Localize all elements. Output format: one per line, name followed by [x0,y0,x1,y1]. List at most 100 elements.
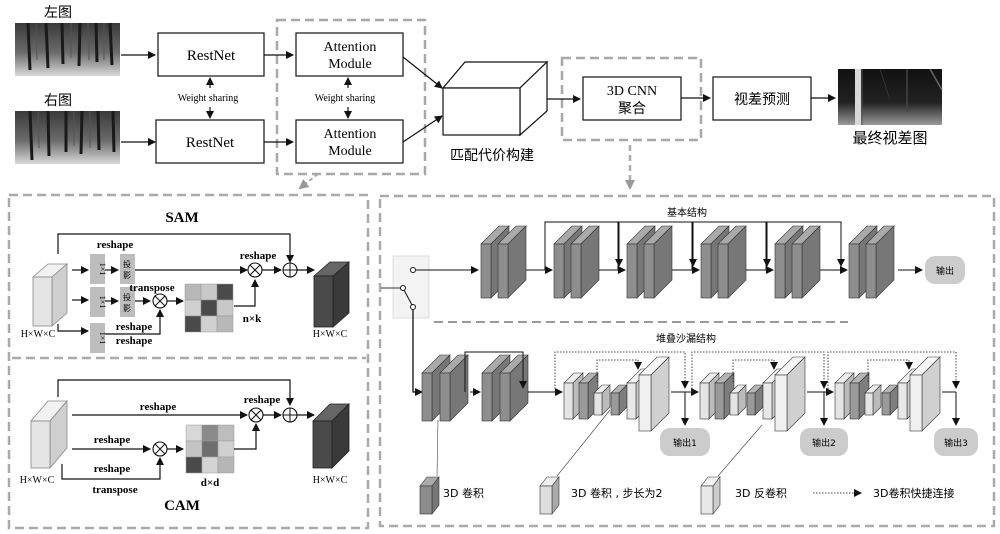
conv-1x1 [90,287,105,317]
matrix-cell [185,424,203,442]
deconv3d-block [909,356,941,432]
matrix-cell [184,283,202,301]
svg-text:Module: Module [328,57,372,72]
conv3d-block [714,372,735,420]
shortcut-connection [867,359,913,382]
conv3d-stride-block [729,384,747,416]
left-image-label: 左图 [44,5,72,21]
matrix-cell [217,424,235,442]
svg-text:聚合: 聚合 [618,101,646,117]
matrix-cell [184,299,202,317]
deconv3d-block [638,356,670,432]
attention-module-bottom: Attention Module [295,119,404,164]
right-image-label: 右图 [44,93,72,109]
legend-conv3d-stride-label: 3D 卷积 , 步长为2 [571,486,662,500]
matrix-cell [216,315,234,333]
attention-module-top: Attention Module [295,32,404,77]
multiply-op [152,441,168,457]
pointer-line [717,424,763,477]
sam-output-feature [312,261,351,328]
matrix-cell [185,440,203,458]
matrix-cell [201,456,219,474]
expand-connector [298,173,319,190]
conv3d-stride-block [593,384,611,416]
svg-text:输出1: 输出1 [673,437,697,449]
conv-1x1 [90,323,105,353]
matrix-cell [185,456,203,474]
restnet-top-box: RestNet [157,32,265,77]
conv3d-block [610,384,628,416]
svg-text:投: 投 [123,292,131,302]
weight-sharing-label-2: Weight sharing [315,93,376,104]
legend-conv3d-label: 3D 卷积 [443,486,484,500]
cam-transpose: transpose [92,484,137,496]
restnet-bottom-box: RestNet [155,119,265,164]
sam-reshape-top: reshape [97,239,134,251]
skip-connection [691,221,771,270]
matrix-cell [200,299,218,317]
multiply-op [247,262,263,278]
basic-structure-blocks [480,221,895,299]
legend-deconv3d-label: 3D 反卷积 [735,486,787,500]
conv3d-block [570,225,600,299]
matrix-cell [200,283,218,301]
legend: 3D 卷积 3D 卷积 , 步长为2 3D 反卷积 3D卷积快捷连接 [419,476,954,515]
arrow [61,457,164,480]
shortcut-connection [596,359,642,382]
attention-detail-frame [7,193,370,530]
legend-conv3d-stride-icon [539,476,560,515]
matrix-cell [201,440,219,458]
sam-reshape-bot-1: reshape [116,321,153,333]
sam-input-dim: H×W×C [21,329,56,340]
arrow [402,56,443,89]
sam-attention-matrix [184,283,234,333]
cost-volume-label: 匹配代价构建 [450,148,534,164]
svg-text:投: 投 [123,259,131,269]
arrow [234,279,259,307]
conv3d-block [643,225,673,299]
conv3d-block [881,384,899,416]
matrix-cell [217,440,235,458]
svg-text:RestNet: RestNet [187,48,236,64]
multiply-op [152,293,168,309]
cam-output-dim: H×W×C [313,475,348,486]
svg-text:输出: 输出 [936,265,954,277]
add-op [282,407,298,423]
arrow [234,423,260,450]
skip-connection [544,221,623,270]
skip-connection [617,221,697,270]
cam-reshape-out: reshape [244,394,281,406]
svg-text:3D CNN: 3D CNN [607,84,657,99]
svg-text:Attention: Attention [324,127,377,142]
cam-attention-matrix [185,424,235,474]
svg-text:Attention: Attention [324,40,377,55]
output-2-node: 输出2 [800,428,848,456]
matrix-cell [216,299,234,317]
cam-matrix-label: d×d [201,477,220,489]
skip-connection [464,351,527,392]
shortcut-connection [732,359,778,382]
structure-switch[interactable] [381,255,430,319]
left-image [15,22,120,76]
basic-output-node: 输出 [925,256,965,284]
svg-text:输出2: 输出2 [812,437,836,449]
final-disparity-image [838,68,943,125]
svg-text:Module: Module [328,144,372,159]
shortcut-connection [554,351,689,392]
disparity-prediction-box: 视差预测 [712,76,812,121]
output-1-node: 输出1 [660,428,710,456]
matrix-cell [216,283,234,301]
svg-text:影: 影 [123,303,131,313]
conv3d-stride-block [864,384,882,416]
cnn-aggregation-box: 3D CNN 聚合 [582,76,682,121]
conv3d-block [439,354,469,422]
right-image [15,110,120,164]
legend-conv3d-icon [419,476,440,515]
cnn-detail-frame [378,194,996,528]
cam-reshape-mid: reshape [94,434,131,446]
cam-input-dim: H×W×C [20,475,55,486]
hourglass-structure-blocks [421,351,960,432]
arrow [105,309,164,335]
sam-reshape-mid: reshape [240,250,277,262]
shortcut-connection [691,351,828,392]
